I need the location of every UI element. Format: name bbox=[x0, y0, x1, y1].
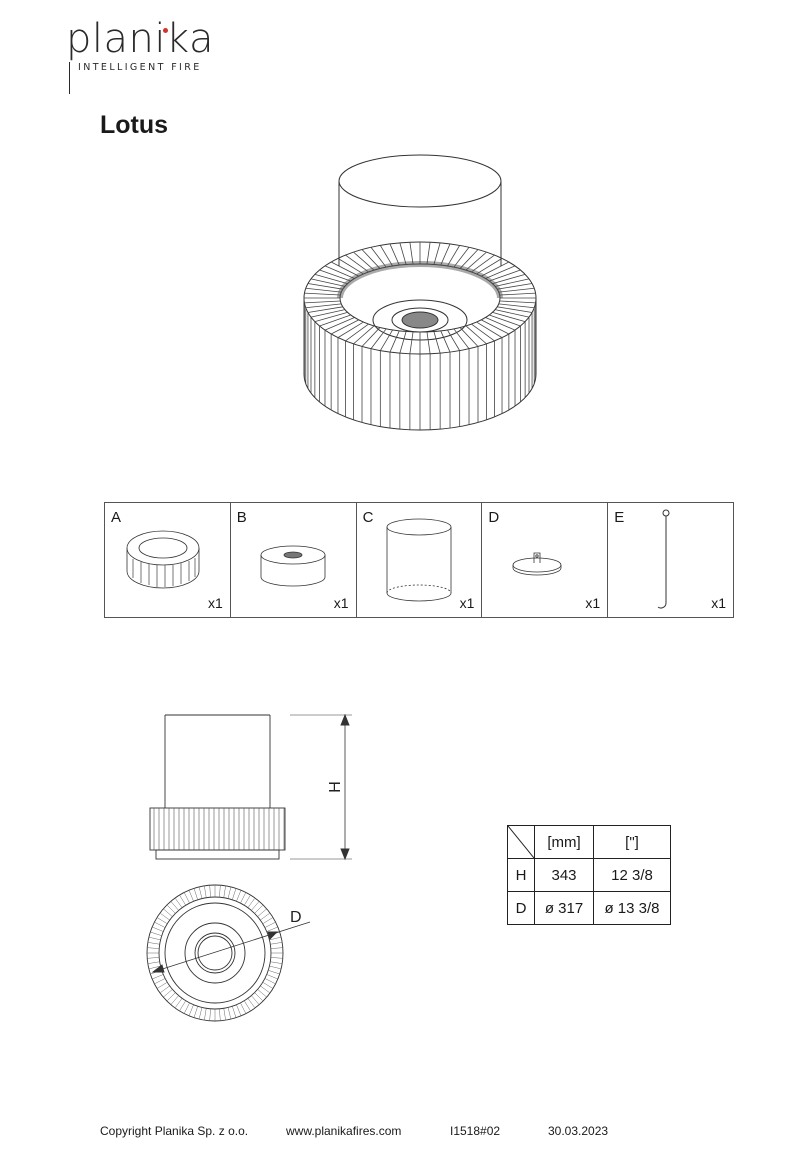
logo-divider bbox=[69, 62, 70, 94]
logo-dot-icon bbox=[163, 28, 168, 33]
part-quantity: x1 bbox=[459, 595, 475, 611]
diameter-label: D bbox=[290, 909, 302, 926]
part-letter: A bbox=[111, 509, 122, 526]
value-inch: ø 13 3/8 bbox=[593, 891, 671, 925]
part-quantity: x1 bbox=[585, 595, 601, 611]
product-title: Lotus bbox=[100, 111, 169, 139]
side-view-drawing: H bbox=[149, 713, 352, 861]
height-label: H bbox=[327, 781, 344, 793]
table-row: H 343 12 3/8 bbox=[507, 858, 671, 892]
part-quantity: x1 bbox=[333, 595, 349, 611]
burner-insert-icon bbox=[260, 545, 326, 587]
top-view-drawing: D bbox=[146, 884, 311, 1022]
glass-cylinder-icon bbox=[386, 518, 451, 602]
footer-copyright: Copyright Planika Sp. z o.o. bbox=[100, 1124, 249, 1138]
part-cell-e: E x1 bbox=[608, 503, 733, 617]
column-header-inch: ["] bbox=[593, 825, 671, 859]
part-cell-b: B x1 bbox=[231, 503, 357, 617]
burner-base-icon bbox=[126, 530, 200, 589]
row-label: D bbox=[507, 891, 535, 925]
extinguisher-lid-icon bbox=[512, 552, 562, 576]
value-inch: 12 3/8 bbox=[593, 858, 671, 892]
hook-tool-icon bbox=[657, 509, 670, 609]
part-letter: D bbox=[488, 509, 500, 526]
product-illustration-icon bbox=[303, 154, 537, 431]
part-cell-c: C x1 bbox=[357, 503, 483, 617]
value-mm: ø 317 bbox=[534, 891, 594, 925]
part-letter: E bbox=[614, 509, 625, 526]
brand-logo: planika INTELLIGENT FIRE bbox=[66, 16, 226, 94]
footer-website[interactable]: www.planikafires.com bbox=[286, 1124, 402, 1138]
part-letter: C bbox=[362, 509, 374, 526]
footer-date: 30.03.2023 bbox=[548, 1124, 609, 1138]
part-cell-a: A x1 bbox=[105, 503, 231, 617]
brand-name: planika bbox=[66, 16, 214, 62]
footer-doc-id: I1518#02 bbox=[450, 1124, 501, 1138]
table-row: D ø 317 ø 13 3/8 bbox=[507, 891, 671, 925]
parts-table: A x1 B x1 C bbox=[104, 502, 734, 618]
column-header-mm: [mm] bbox=[534, 825, 594, 859]
row-label: H bbox=[507, 858, 535, 892]
dimensions-table: [mm] ["] H 343 12 3/8 D ø 317 ø 13 3/8 bbox=[507, 825, 671, 925]
part-cell-d: D x1 bbox=[482, 503, 609, 617]
table-header-row: [mm] ["] bbox=[507, 825, 671, 859]
brand-tagline: INTELLIGENT FIRE bbox=[78, 62, 202, 73]
part-letter: B bbox=[236, 509, 247, 526]
part-quantity: x1 bbox=[711, 595, 726, 611]
value-mm: 343 bbox=[534, 858, 594, 892]
part-quantity: x1 bbox=[208, 595, 223, 611]
diagonal-corner-cell bbox=[507, 825, 535, 859]
